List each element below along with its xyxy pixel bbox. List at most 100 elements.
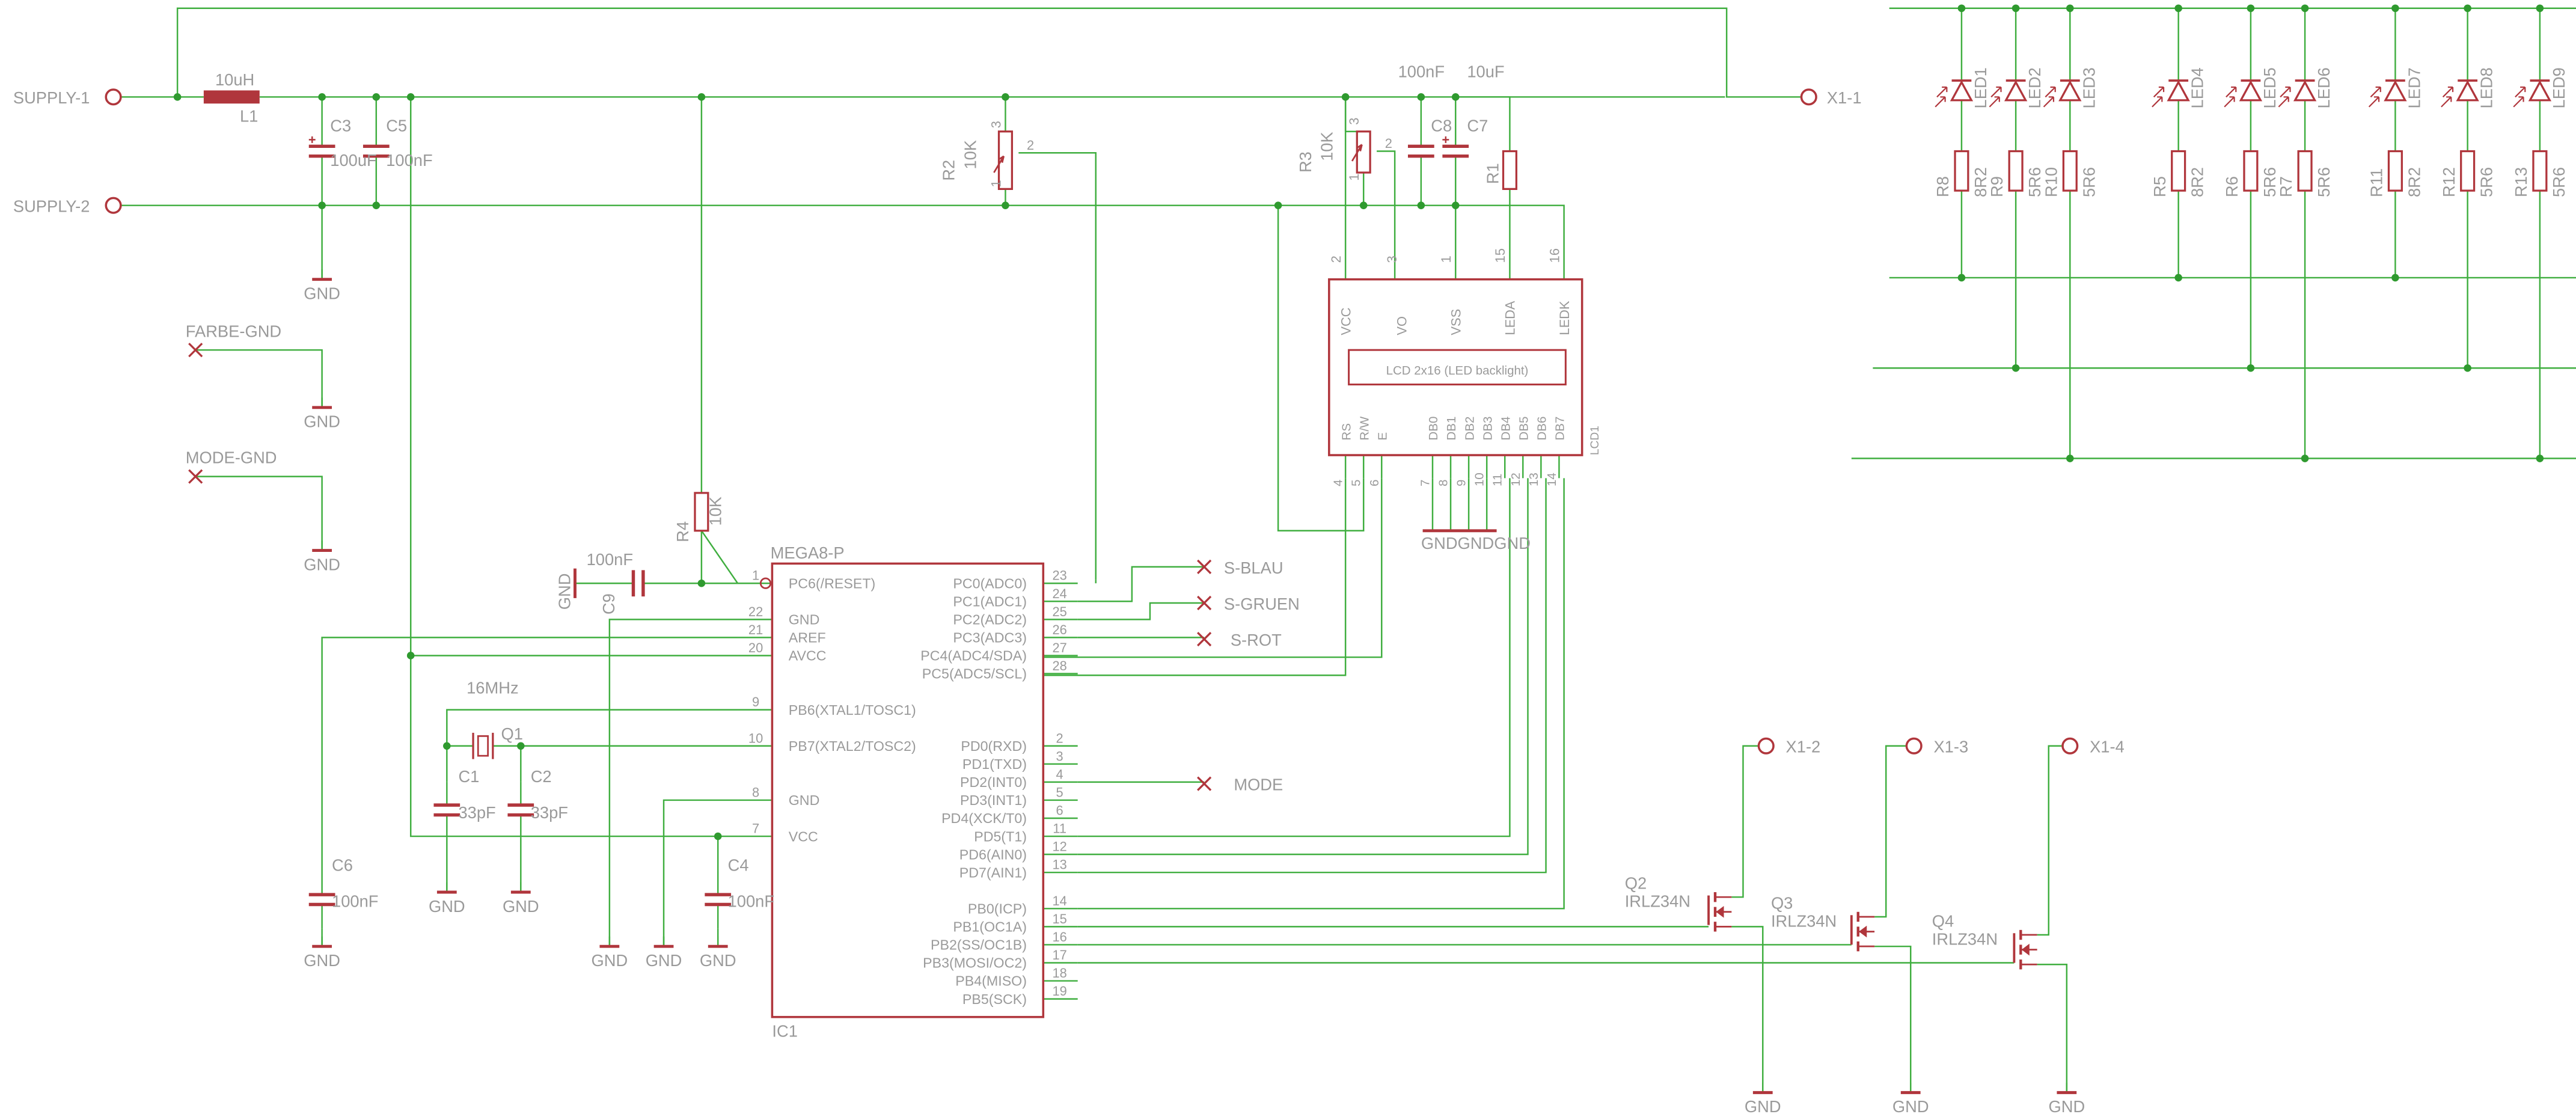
led-resistor-name: R5 (2150, 176, 2169, 197)
mcu-pin-name: PC4(ADC4/SDA) (920, 648, 1027, 664)
lcd-pin-name: DB3 (1481, 417, 1495, 441)
junction-dot (1957, 274, 1966, 282)
lcd-label: LCD 2x16 (LED backlight) (1386, 364, 1529, 378)
l1-name: L1 (240, 106, 258, 125)
mcu-pin-name: PD7(AIN1) (959, 865, 1027, 880)
led-resistor-value: 8R2 (2405, 167, 2423, 197)
r3-name: R3 (1296, 151, 1315, 173)
junction-dot (2174, 4, 2182, 13)
mcu-pin-name: PD1(TXD) (962, 756, 1027, 772)
connector-pad (1905, 737, 1923, 754)
mcu-pin-name: PB7(XTAL2/TOSC2) (789, 738, 916, 754)
junction-dot (1451, 93, 1460, 101)
mosfet-arrow (1716, 905, 1724, 918)
wire (1043, 478, 1383, 658)
no-connect-cross (1197, 632, 1212, 647)
junction-dot (2066, 4, 2074, 13)
led-name: LED9 (2550, 67, 2568, 108)
led-triangle (2456, 80, 2479, 102)
mcu-pin-num: 28 (1052, 658, 1066, 673)
junction-dot (2066, 454, 2074, 462)
gnd-label: GND (1892, 1097, 1929, 1114)
lcd-pin-name: DB1 (1445, 417, 1458, 441)
mcu-body (771, 562, 1045, 1018)
mcu-pin-num: 20 (748, 640, 763, 655)
junction-dot (2012, 364, 2020, 372)
mcu-pin-name: GND (789, 612, 820, 628)
resistor-body (2243, 150, 2259, 192)
resistor-body (997, 130, 1014, 190)
mcu-pin-name: PB6(XTAL1/TOSC1) (789, 702, 916, 718)
mcu-pin-num: 23 (1052, 568, 1066, 583)
led-resistor-name: R8 (1933, 176, 1952, 197)
junction-dot (2247, 364, 2255, 372)
junction-dot (2301, 454, 2309, 462)
r4-name: R4 (673, 521, 692, 542)
mcu-pin-num: 9 (752, 694, 759, 709)
wire (1077, 478, 1511, 837)
mosfet-type: IRLZ34N (1771, 911, 1837, 930)
junction-dot (2536, 454, 2544, 462)
junction-dot (406, 652, 415, 660)
junction-dot (1417, 201, 1425, 209)
mcu-pin-num: 24 (1052, 586, 1066, 601)
lcd-pin-num: 10 (1473, 473, 1487, 486)
led-triangle (2058, 80, 2082, 102)
mcu-pin-name: PC1(ADC1) (953, 593, 1027, 609)
wire (2037, 745, 2062, 936)
mcu-pin-name: PD0(RXD) (961, 738, 1027, 754)
mcu-pin-name: PD3(INT1) (960, 792, 1027, 808)
led-arrows (2368, 86, 2381, 108)
led-resistor-name: R9 (1987, 176, 2006, 197)
junction-dot (1957, 4, 1966, 13)
led-resistor-value: 5R6 (2314, 167, 2333, 197)
mosfet-arrow (1859, 925, 1867, 938)
mcu-pin-name: PD6(AIN0) (959, 846, 1027, 862)
mcu-pin-num: 10 (748, 730, 763, 745)
led-arrows (2043, 86, 2056, 108)
s-blau-label: S-BLAU (1224, 559, 1283, 577)
resistor-body (1356, 130, 1371, 174)
lcd-pin-name: VCC (1338, 307, 1353, 335)
gnd-label: GND (700, 951, 736, 970)
lcd-pin-num: 2 (1329, 256, 1344, 263)
lcd-pin-num: 9 (1455, 480, 1469, 486)
r3-value: 10K (1317, 132, 1336, 161)
junction-dot (372, 93, 381, 101)
wire (1077, 478, 1565, 910)
wire (1731, 745, 1758, 898)
wire (1077, 478, 1547, 874)
junction-dot (2464, 4, 2471, 13)
mcu-pin-name: VCC (789, 828, 818, 844)
led-name: LED4 (2188, 67, 2207, 108)
lcd-pin-num: 6 (1368, 480, 1381, 486)
no-connect-cross (188, 343, 203, 358)
mcu-pin-name: PB0(ICP) (968, 901, 1027, 917)
c1-value: 33pF (458, 803, 495, 822)
gnd-label: GND (429, 897, 465, 916)
inductor-l1 (203, 90, 260, 104)
mcu-pin-num: 3 (1056, 748, 1063, 764)
mcu-pin-num: 7 (752, 821, 759, 836)
led-triangle (1950, 80, 1974, 102)
led-arrows (1989, 86, 2002, 108)
mosfet-name: Q4 (1932, 911, 1954, 930)
c6-name: C6 (332, 855, 353, 874)
wire (1043, 478, 1347, 676)
gnd-label: GND (304, 412, 340, 431)
crystal-body (477, 735, 489, 757)
lcd-pin-name: DB5 (1517, 417, 1531, 441)
mcu-ref: IC1 (772, 1021, 798, 1040)
q1-name: Q1 (501, 724, 522, 743)
mcu-pin-num: 12 (1052, 839, 1066, 854)
junction-dot (318, 201, 326, 209)
gnd-label: GND (1745, 1097, 1781, 1114)
mcu-pin-name: PC0(ADC0) (953, 575, 1027, 591)
reset-inversion (759, 577, 772, 589)
mosfet-type: IRLZ34N (1932, 929, 1998, 948)
lcd-pin-num: 3 (1384, 256, 1400, 263)
led-triangle (2384, 80, 2407, 102)
junctions (173, 4, 2544, 840)
mcu-pin-num: 1 (752, 568, 759, 583)
